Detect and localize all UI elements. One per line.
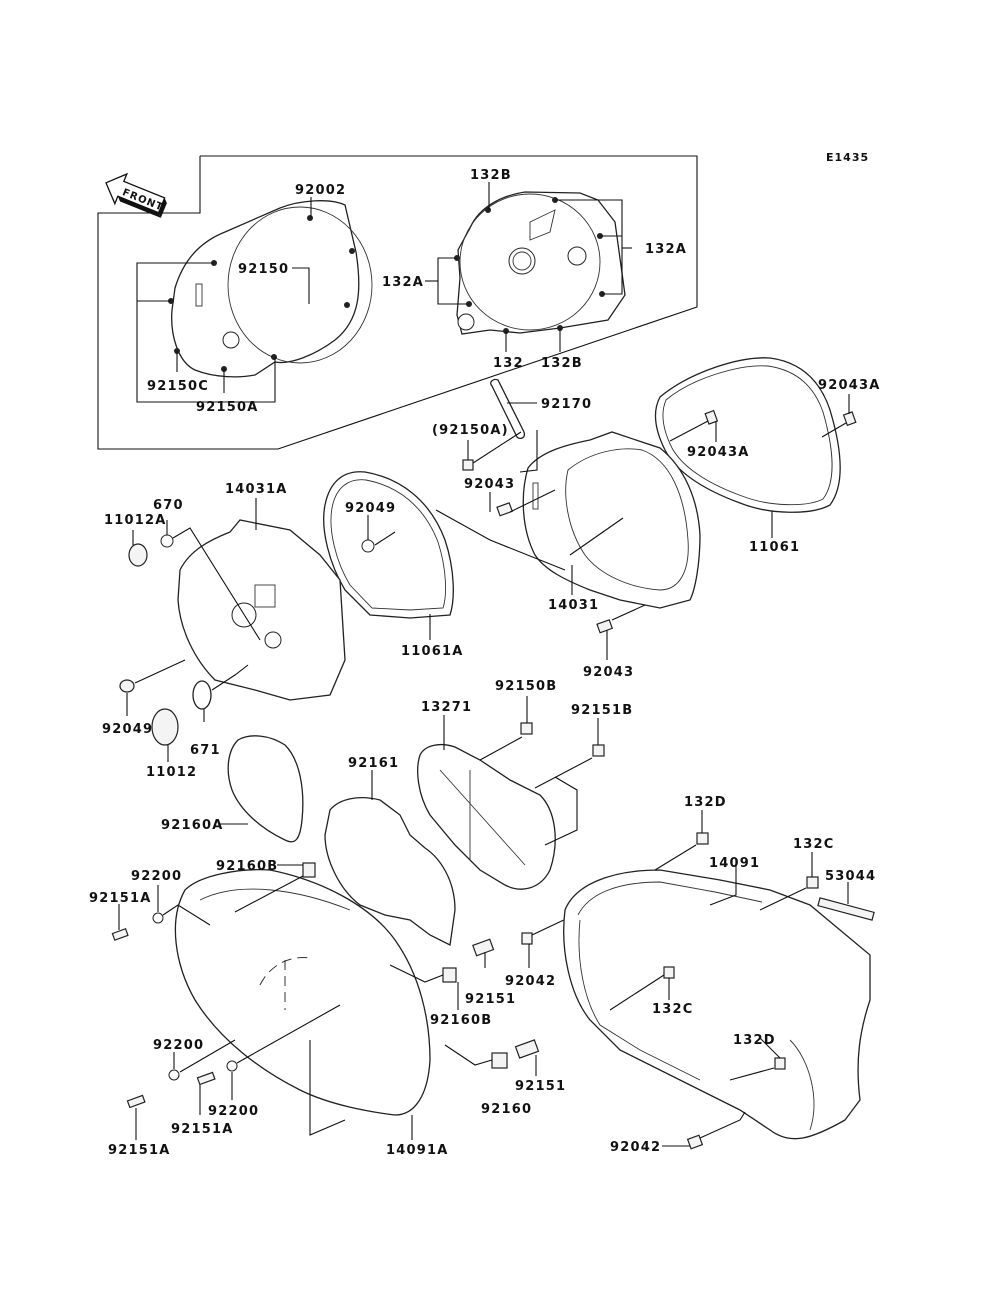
label-92002: 92002 <box>295 183 346 198</box>
collar-92200-bottom <box>226 1060 238 1072</box>
label-132C-top: 132C <box>793 837 834 852</box>
bolt-132C-top <box>806 876 819 889</box>
dowel-92043A-inner <box>704 409 719 425</box>
label-92160: 92160 <box>481 1102 532 1117</box>
diagram-code: E1435 <box>826 151 869 164</box>
label-14031A: 14031A <box>225 482 288 497</box>
dowel-92042-bottom <box>686 1134 704 1150</box>
label-92160A: 92160A <box>161 818 224 833</box>
label-92151A-bottom: 92151A <box>108 1143 171 1158</box>
dowel-92042-mid <box>521 932 533 945</box>
label-671: 671 <box>190 743 221 758</box>
label-92150A-paren: (92150A) <box>432 423 509 438</box>
seal-53044 <box>817 897 875 921</box>
insulator-92161 <box>324 797 456 946</box>
label-92200-top: 92200 <box>131 869 182 884</box>
label-132: 132 <box>493 356 524 371</box>
bolt-92151B <box>592 744 605 757</box>
label-92151-lower: 92151 <box>515 1079 566 1094</box>
dowel-92043A-outer <box>842 411 857 427</box>
bolt-132C-mid <box>663 966 675 979</box>
bolt-132D-top <box>696 832 709 845</box>
dowel-92043-upper <box>496 502 514 517</box>
plate-92170 <box>490 378 526 439</box>
label-132A-right: 132A <box>645 242 687 257</box>
o-ring-671 <box>192 680 212 710</box>
label-132A-left: 132A <box>382 275 424 290</box>
label-92043-lower: 92043 <box>583 665 634 680</box>
damper-92160B-top <box>302 862 316 878</box>
collar-92200-mid <box>168 1069 180 1081</box>
front-arrow-icon: FRONT <box>105 172 167 218</box>
label-92150A: 92150A <box>196 400 259 415</box>
pad-92160A <box>227 735 304 843</box>
label-92042-mid: 92042 <box>505 974 556 989</box>
bolt-92151A-top <box>111 928 129 941</box>
seal-92049-left <box>119 679 135 693</box>
label-92150C: 92150C <box>147 379 209 394</box>
o-ring-670 <box>160 534 174 548</box>
label-92043A-top: 92043A <box>818 378 881 393</box>
bolt-132D-mid <box>774 1057 786 1070</box>
cover-14031A <box>177 519 346 701</box>
inner-cover-14091 <box>563 869 871 1140</box>
label-132B-bottom: 132B <box>541 356 583 371</box>
label-92200-mid: 92200 <box>153 1038 204 1053</box>
spacer-92151-upper <box>472 938 495 957</box>
bolt-92150B <box>520 722 533 735</box>
damper-92160B-mid <box>442 967 457 983</box>
label-92170: 92170 <box>541 397 592 412</box>
label-92160B-mid: 92160B <box>430 1013 492 1028</box>
bolt-92151A-mid <box>196 1071 216 1086</box>
gasket-92002 <box>168 200 373 378</box>
label-92049-left: 92049 <box>102 722 153 737</box>
label-11012: 11012 <box>146 765 197 780</box>
label-13271: 13271 <box>421 700 472 715</box>
label-92200-bottom: 92200 <box>208 1104 259 1119</box>
spacer-92151-lower <box>514 1039 540 1059</box>
label-11061A: 11061A <box>401 644 464 659</box>
label-92151A-mid: 92151A <box>171 1122 234 1137</box>
plate-13271 <box>417 744 556 890</box>
label-14091: 14091 <box>709 856 760 871</box>
collar-92200-top <box>152 912 164 924</box>
label-92151-upper: 92151 <box>465 992 516 1007</box>
label-92049-right: 92049 <box>345 501 396 516</box>
label-132D-top: 132D <box>684 795 727 810</box>
plug-11012A <box>128 543 148 567</box>
label-92150: 92150 <box>238 262 289 277</box>
bolt-92150A <box>462 459 474 471</box>
label-132C-mid: 132C <box>652 1002 693 1017</box>
label-92161: 92161 <box>348 756 399 771</box>
inner-cover <box>454 191 626 335</box>
label-14031: 14031 <box>548 598 599 613</box>
label-92043-upper: 92043 <box>464 477 515 492</box>
bolt-92151A-bottom <box>126 1094 146 1109</box>
label-92042-bottom: 92042 <box>610 1140 661 1155</box>
kit-frame <box>97 155 698 450</box>
outer-cover-14091A <box>174 869 431 1116</box>
label-132B-top: 132B <box>470 168 512 183</box>
label-14091A: 14091A <box>386 1143 449 1158</box>
label-11061: 11061 <box>749 540 800 555</box>
label-53044: 53044 <box>825 869 876 884</box>
gasket-11061A <box>323 471 454 619</box>
label-92150B: 92150B <box>495 679 557 694</box>
seal-92049-right <box>361 539 375 553</box>
dowel-92043-lower <box>596 619 614 634</box>
label-92160B-top: 92160B <box>216 859 278 874</box>
damper-92160 <box>491 1052 508 1069</box>
label-92151B: 92151B <box>571 703 633 718</box>
label-92151A-top: 92151A <box>89 891 152 906</box>
plug-11012 <box>151 708 179 746</box>
part-labels: 92002 92150 92150C 92150A 132B 132A 132A… <box>89 168 881 1158</box>
label-92043A-mid: 92043A <box>687 445 750 460</box>
label-670: 670 <box>153 498 184 513</box>
label-132D-mid: 132D <box>733 1033 776 1048</box>
label-11012A: 11012A <box>104 513 167 528</box>
